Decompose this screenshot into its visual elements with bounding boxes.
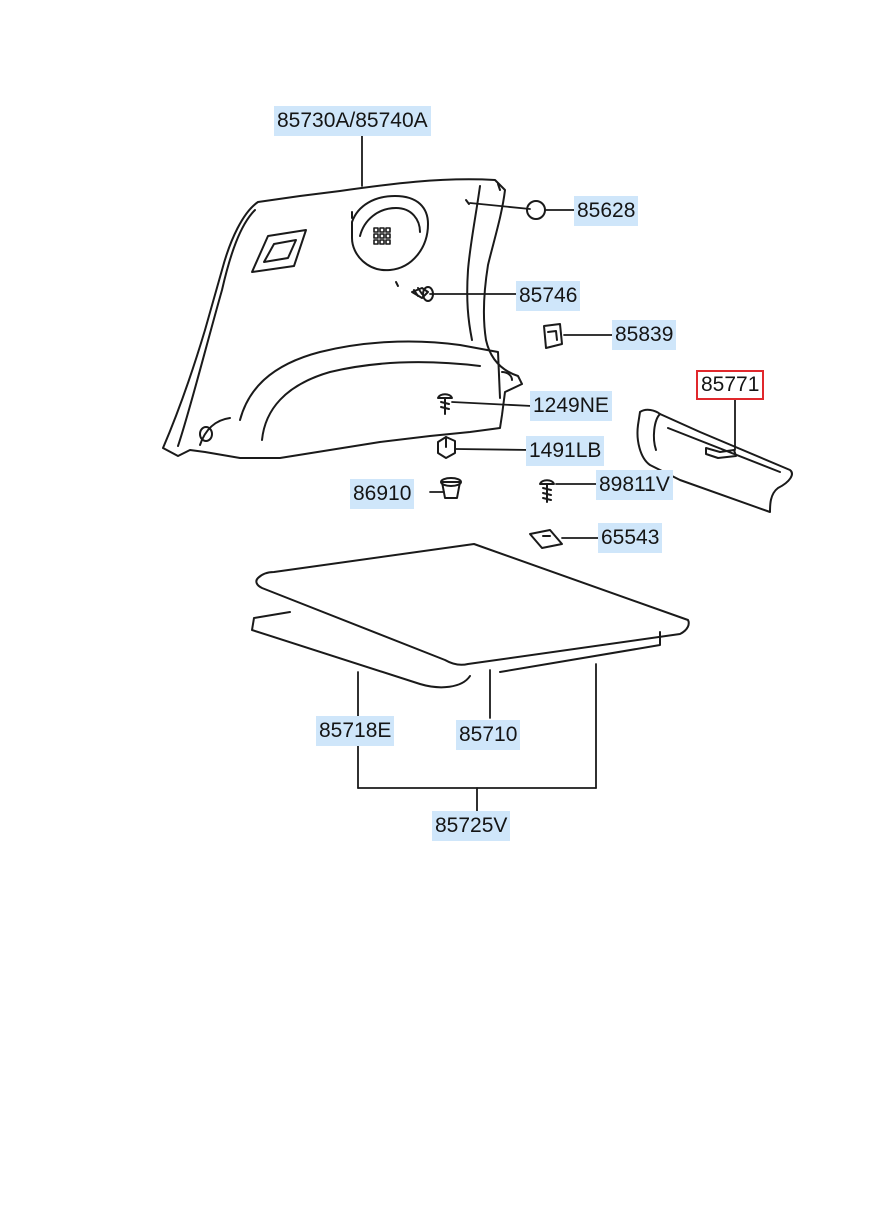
- part-label-89811v[interactable]: 89811V: [596, 470, 673, 500]
- screw-89811V: [539, 479, 555, 503]
- part-label-85628[interactable]: 85628: [574, 196, 639, 226]
- part-label-85746[interactable]: 85746: [516, 281, 581, 311]
- leader-lines: [357, 134, 736, 813]
- part-label-85710[interactable]: 85710: [456, 720, 521, 750]
- sill-trim-85771: [636, 408, 793, 513]
- part-label-85771[interactable]: 85771: [696, 370, 765, 400]
- cap-86910: [440, 477, 462, 499]
- nut-1491LB: [437, 436, 456, 459]
- part-label-85839[interactable]: 85839: [612, 320, 677, 350]
- speaker-grille: [373, 227, 391, 245]
- nut-plate-65543: [529, 529, 563, 549]
- part-label-1249ne[interactable]: 1249NE: [530, 391, 612, 421]
- part-label-85718e[interactable]: 85718E: [316, 716, 395, 746]
- quarter-trim-panel: [162, 178, 523, 459]
- screw-1249NE: [437, 393, 453, 415]
- floor-covering: [251, 543, 690, 689]
- screw-85746: [411, 286, 434, 302]
- part-label-1491lb[interactable]: 1491LB: [526, 436, 605, 466]
- part-label-85725v[interactable]: 85725V: [432, 811, 511, 841]
- part-label-85730a-85740a[interactable]: 85730A/85740A: [274, 106, 431, 136]
- clip-85839: [543, 323, 563, 349]
- grommet-85628: [526, 200, 546, 220]
- part-label-86910[interactable]: 86910: [350, 479, 415, 509]
- part-label-65543[interactable]: 65543: [598, 523, 663, 553]
